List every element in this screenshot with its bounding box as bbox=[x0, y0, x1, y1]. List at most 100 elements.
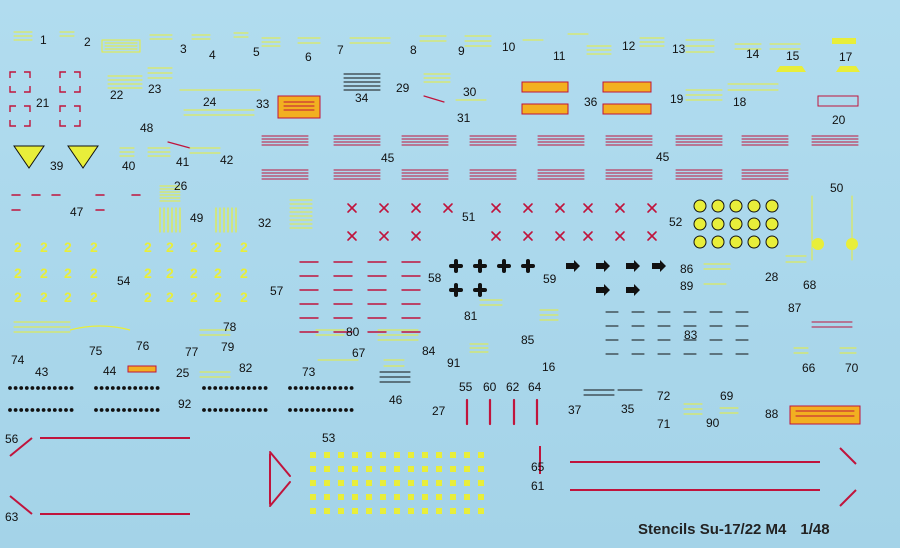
black-dot bbox=[202, 386, 206, 390]
black-dot bbox=[69, 386, 74, 390]
decal-number-71: 71 bbox=[657, 417, 671, 431]
decal-number-11: 11 bbox=[553, 49, 566, 63]
decal-number-85: 85 bbox=[521, 333, 535, 347]
decal-number-22: 22 bbox=[110, 88, 124, 102]
yellow-square bbox=[394, 494, 400, 500]
decal-number-84: 84 bbox=[422, 344, 436, 358]
yellow-numeral: 2 bbox=[144, 265, 152, 281]
yellow-roundel bbox=[693, 217, 707, 231]
black-dot bbox=[327, 408, 332, 412]
red-x bbox=[647, 231, 657, 241]
black-dot bbox=[344, 408, 348, 412]
yellow-numeral: 2 bbox=[214, 289, 222, 305]
decal-number-7: 7 bbox=[337, 43, 344, 57]
yellow-square bbox=[464, 508, 470, 514]
decal-number-91: 91 bbox=[447, 356, 461, 370]
black-arrow bbox=[596, 284, 610, 296]
black-dot bbox=[155, 408, 160, 412]
stencil-plate bbox=[832, 38, 856, 44]
yellow-numeral: 2 bbox=[64, 239, 72, 255]
black-dot bbox=[202, 408, 206, 412]
red-corner-frame bbox=[59, 105, 81, 127]
red-outline-frame bbox=[9, 437, 190, 515]
warning-panel bbox=[127, 365, 157, 373]
black-dot bbox=[252, 408, 257, 412]
red-x bbox=[347, 231, 357, 241]
decal-number-59: 59 bbox=[543, 272, 557, 286]
yellow-numeral: 2 bbox=[214, 265, 222, 281]
decal-number-35: 35 bbox=[621, 402, 635, 416]
yellow-curve bbox=[69, 325, 131, 331]
yellow-square bbox=[422, 480, 428, 486]
decal-number-75: 75 bbox=[89, 344, 103, 358]
red-x bbox=[491, 203, 501, 213]
yellow-roundel bbox=[846, 238, 858, 250]
yellow-square bbox=[408, 494, 414, 500]
sheet-scale: 1/48 bbox=[800, 521, 830, 538]
decal-number-69: 69 bbox=[720, 389, 734, 403]
black-dot bbox=[241, 386, 246, 390]
red-outline-frame bbox=[539, 446, 857, 507]
stencil-plate bbox=[836, 66, 860, 72]
black-dot bbox=[332, 408, 337, 412]
yellow-numeral: 2 bbox=[190, 289, 198, 305]
black-dot bbox=[8, 386, 12, 390]
yellow-numeral: 2 bbox=[90, 289, 98, 305]
black-dot bbox=[116, 386, 121, 390]
black-dot bbox=[246, 408, 251, 412]
black-dot bbox=[299, 386, 304, 390]
decal-number-21: 21 bbox=[36, 96, 50, 110]
decal-number-56: 56 bbox=[5, 432, 19, 446]
yellow-square bbox=[380, 452, 386, 458]
black-dot bbox=[64, 408, 68, 412]
black-dot bbox=[58, 386, 63, 390]
black-dot bbox=[321, 408, 326, 412]
black-dot bbox=[338, 386, 343, 390]
black-dot bbox=[24, 408, 29, 412]
black-dot bbox=[30, 408, 35, 412]
black-dot bbox=[19, 386, 24, 390]
black-arrow bbox=[596, 260, 610, 272]
decal-number-79: 79 bbox=[221, 340, 235, 354]
yellow-square bbox=[324, 452, 330, 458]
yellow-numeral: 2 bbox=[240, 289, 248, 305]
red-x bbox=[411, 231, 421, 241]
decal-number-89: 89 bbox=[680, 279, 694, 293]
red-x bbox=[379, 231, 389, 241]
black-dot bbox=[252, 386, 257, 390]
decal-number-61: 61 bbox=[531, 479, 545, 493]
black-dot bbox=[133, 386, 138, 390]
decal-number-72: 72 bbox=[657, 389, 671, 403]
yellow-square bbox=[422, 508, 428, 514]
black-dot bbox=[110, 408, 115, 412]
yellow-square bbox=[338, 494, 344, 500]
yellow-square bbox=[338, 452, 344, 458]
decal-number-17: 17 bbox=[839, 50, 853, 64]
black-dot bbox=[230, 408, 234, 412]
yellow-square bbox=[436, 508, 442, 514]
black-dot bbox=[224, 386, 229, 390]
black-dot bbox=[36, 408, 40, 412]
yellow-square bbox=[324, 508, 330, 514]
black-dot bbox=[332, 386, 337, 390]
black-dot bbox=[349, 386, 354, 390]
warning-panel bbox=[602, 103, 652, 115]
yellow-square bbox=[422, 466, 428, 472]
black-dot bbox=[99, 386, 104, 390]
black-dot bbox=[293, 408, 298, 412]
stencil-panel bbox=[101, 39, 141, 53]
black-arrow bbox=[626, 260, 640, 272]
black-dot bbox=[122, 408, 126, 412]
yellow-roundel bbox=[711, 217, 725, 231]
yellow-square bbox=[352, 508, 358, 514]
yellow-square bbox=[394, 466, 400, 472]
black-dot bbox=[241, 408, 246, 412]
yellow-square bbox=[366, 466, 372, 472]
black-dot bbox=[304, 408, 309, 412]
decal-number-5: 5 bbox=[253, 45, 260, 59]
black-dot bbox=[310, 386, 315, 390]
decal-number-81: 81 bbox=[464, 309, 478, 323]
yellow-roundel bbox=[729, 235, 743, 249]
red-arrow bbox=[423, 95, 445, 103]
yellow-square bbox=[366, 452, 372, 458]
